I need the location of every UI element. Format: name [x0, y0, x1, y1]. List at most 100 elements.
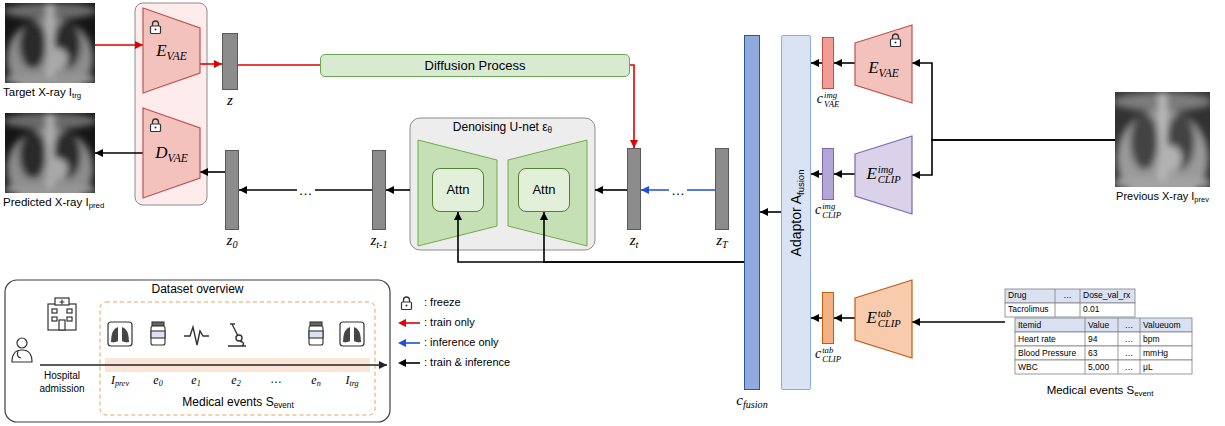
- vector-bar: [222, 33, 238, 90]
- math-base: E: [866, 164, 876, 183]
- clip-image-encoder: EimgCLIP: [855, 136, 912, 214]
- vector-bar: [372, 150, 386, 230]
- legend-text: : inference only: [424, 336, 499, 350]
- fusion-condition: cfusion: [744, 35, 760, 410]
- subscript: CLIP: [878, 175, 901, 186]
- table-cell: Heart rate: [1018, 334, 1056, 345]
- sup-sub: imgCLIP: [878, 165, 901, 186]
- math-base: z: [227, 232, 233, 248]
- node-text: zt: [630, 232, 639, 249]
- node-text: zT: [716, 232, 728, 249]
- node-text: Previous X-ray Iprev: [1116, 190, 1209, 203]
- connector: [595, 189, 627, 191]
- text-line: Diffusion Process: [425, 58, 526, 73]
- drug-icon: [151, 322, 323, 345]
- table-cell: Itemid: [1018, 320, 1041, 331]
- node-text: ctabCLIP: [815, 346, 841, 363]
- vital-sign-icon: [184, 327, 209, 345]
- condition-vector: cimgCLIP: [822, 148, 834, 226]
- adaptor-box: Adaptor Afusion: [781, 35, 811, 390]
- subscript: 0: [232, 239, 237, 250]
- vector-bar: [822, 292, 834, 344]
- table-cell: mmHg: [1143, 348, 1168, 359]
- table-cell: …: [1125, 362, 1134, 373]
- subscript: prev: [1194, 195, 1209, 204]
- text-label: Medical events Sevent: [182, 395, 293, 410]
- connector: [811, 173, 822, 175]
- node-text: EVAE: [156, 41, 187, 61]
- subscript: T: [722, 239, 728, 250]
- subscript: 1: [197, 379, 201, 388]
- node-text: z0: [227, 232, 238, 249]
- node-text: Diffusion Process: [425, 58, 526, 73]
- math-base: D: [155, 143, 167, 162]
- connector: [458, 212, 744, 262]
- connector: [238, 64, 320, 66]
- vector-bar: [627, 148, 641, 230]
- math-base: z: [370, 232, 376, 248]
- lab-test-icon: [228, 324, 246, 346]
- superscript: img: [878, 165, 901, 176]
- node-text: Dataset overview: [151, 283, 243, 297]
- table-cell: …: [1125, 348, 1134, 359]
- connector: [95, 44, 143, 46]
- person-icon: [12, 338, 32, 362]
- timeline-arrow: [40, 364, 387, 366]
- math-base: Adaptor A: [788, 194, 804, 256]
- legend-samples: [398, 319, 420, 367]
- connector: [834, 62, 855, 64]
- math-base: Predicted X-ray I: [3, 196, 89, 208]
- node-text: cimgVAE: [817, 91, 839, 108]
- xray-image-node: Target X-ray Itrg: [5, 3, 95, 101]
- unet-group: Denoising U-net εθAttnAttn: [410, 118, 595, 250]
- text-label: en: [311, 373, 320, 388]
- math-base: E: [156, 41, 166, 60]
- table-cell: 63: [1088, 348, 1097, 359]
- math-base: Target X-ray I: [3, 86, 72, 98]
- vae-decoder: DVAE: [143, 108, 200, 198]
- data-table: [1005, 289, 1192, 374]
- table-cell: 0.01: [1083, 304, 1100, 315]
- node-text: EVAE: [868, 58, 899, 78]
- sup-sub: imgCLIP: [822, 202, 841, 219]
- math-base: c: [815, 202, 821, 217]
- subscript: pred: [89, 201, 105, 210]
- table-cell: Dose_val_rx: [1083, 290, 1130, 301]
- subscript: n: [317, 379, 321, 388]
- text-label: …: [270, 372, 282, 387]
- subscript: CLIP: [822, 211, 841, 220]
- text-label: e1: [191, 373, 200, 388]
- math-base: c: [817, 91, 823, 106]
- table-cell: Tacrolimus: [1008, 304, 1049, 315]
- latent-vector: zT: [715, 148, 729, 248]
- connector: [200, 63, 222, 65]
- trapezoid-outline: [143, 8, 200, 93]
- subscript: CLIP: [878, 319, 901, 330]
- xray-image: [3, 3, 97, 101]
- xray-image: [1113, 92, 1212, 208]
- connector: [834, 317, 855, 319]
- subscript: VAE: [824, 100, 839, 109]
- table-cell: μL: [1143, 362, 1153, 373]
- condition-vector: cimgVAE: [822, 37, 834, 115]
- lock-icon: [151, 21, 161, 34]
- text-line: Dataset overview: [151, 283, 243, 297]
- superscript: img: [822, 202, 841, 211]
- superscript: tab: [822, 346, 841, 355]
- connector: [386, 189, 410, 191]
- table-cell: Drug: [1008, 290, 1026, 301]
- connector: [544, 212, 744, 262]
- text-label: e2: [231, 373, 240, 388]
- connector: [912, 321, 1005, 323]
- connector: [912, 140, 1115, 175]
- connector: [811, 62, 822, 64]
- subscript: VAE: [879, 67, 899, 80]
- condition-vector: ctabCLIP: [822, 292, 834, 370]
- table-cell: 94: [1088, 334, 1097, 345]
- subscript: t: [636, 239, 639, 250]
- math-base: c: [736, 392, 743, 408]
- subscript: 0: [159, 379, 163, 388]
- sup-sub: tabCLIP: [822, 346, 841, 363]
- xray-event-icon: [108, 322, 364, 346]
